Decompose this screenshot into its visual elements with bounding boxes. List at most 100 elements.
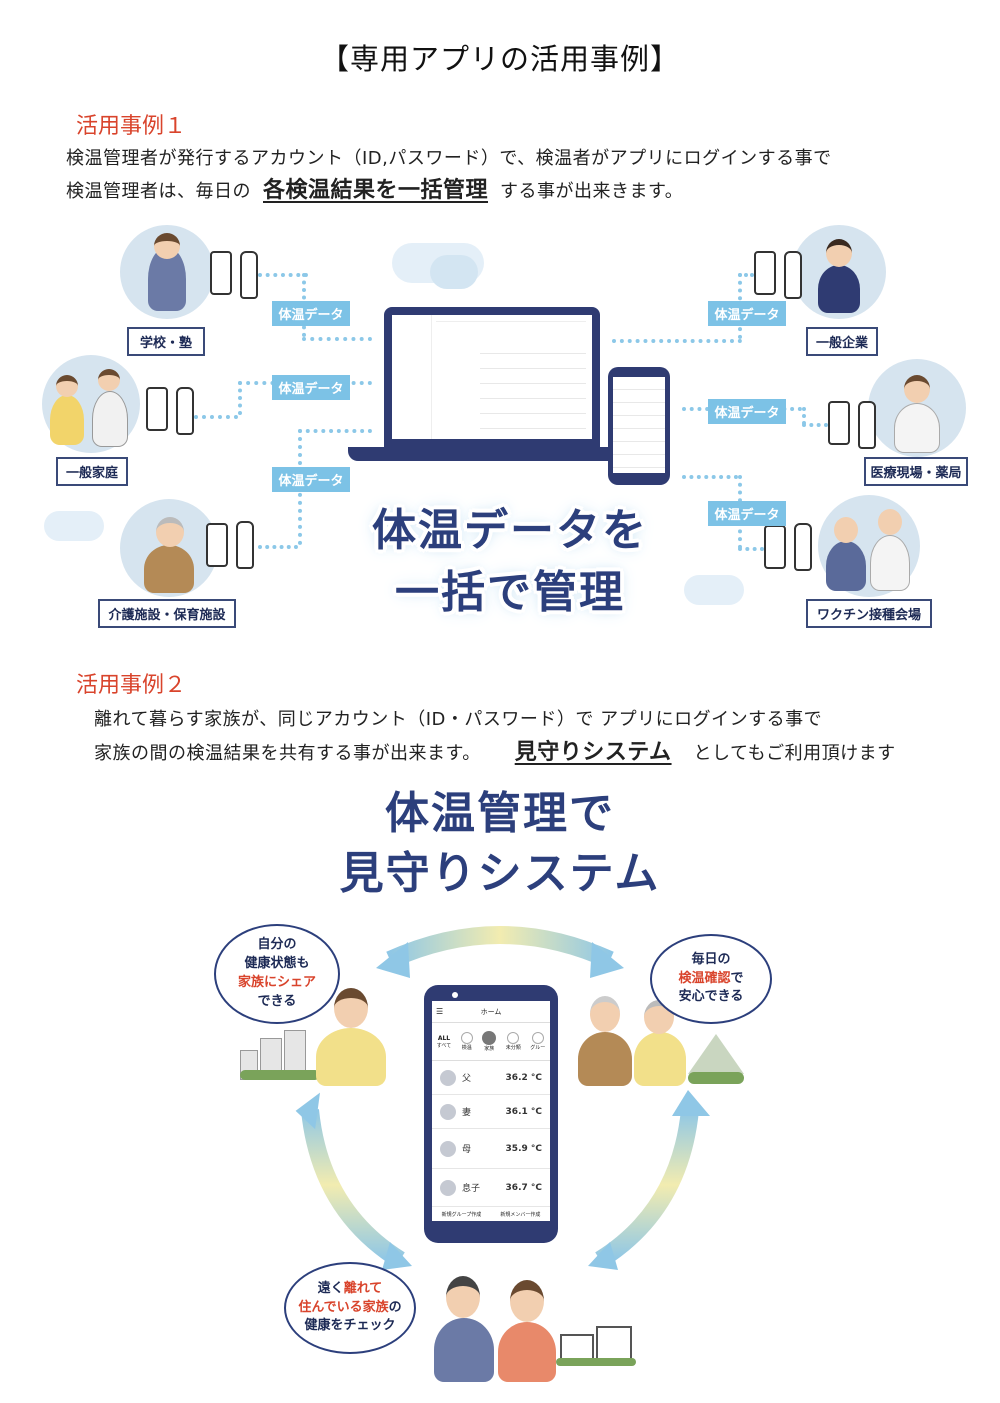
member-temp: 36.7 °C: [505, 1182, 542, 1193]
bubble-text-highlight: 住んでいる家族: [298, 1299, 389, 1315]
city-buildings-illustration: [240, 1030, 320, 1080]
thermometer-icon: [176, 387, 194, 435]
vaccination-illustration: [818, 495, 920, 597]
speech-bubble-share: 自分の 健康状態も 家族にシェア できる: [214, 924, 340, 1024]
case1-illustration: 学校・塾 一般家庭 介護施設・保育施設 体温データ 体温データ 体温データ: [0, 215, 1000, 635]
thermometer-icon: [794, 523, 812, 571]
list-item[interactable]: 息子 36.7 °C: [432, 1169, 550, 1207]
smartphone-icon: [754, 251, 776, 295]
bubble-text-highlight: 検温確認: [678, 970, 731, 986]
case2-heading: 活用事例２: [76, 673, 187, 698]
location-care: 介護施設・保育施設: [98, 599, 236, 628]
case2-headline-line1: 体温管理で: [385, 788, 615, 839]
bubble-text-highlight: 離れて: [343, 1280, 383, 1296]
connector-line: [258, 545, 298, 549]
case1-heading: 活用事例１: [76, 114, 187, 139]
connector-line: [802, 407, 806, 425]
page-title: 【専用アプリの活用事例】: [319, 42, 680, 76]
new-group-button[interactable]: 新規グループ作成: [441, 1212, 482, 1218]
location-company: 一般企業: [806, 327, 878, 356]
bubble-text: で: [730, 970, 744, 986]
new-member-button[interactable]: 新規メンバー作成: [500, 1212, 541, 1218]
case1-emphasis: 各検温結果を一括管理: [263, 178, 489, 203]
bubble-text: 自分の: [257, 937, 297, 953]
tag-temperature-data: 体温データ: [272, 301, 350, 326]
family-illustration: [42, 355, 140, 453]
houses-illustration: [556, 1316, 636, 1366]
connector-line: [738, 547, 764, 551]
smartphone-icon: [828, 401, 850, 445]
bubble-text: の: [388, 1299, 402, 1315]
case2-line2-post: としてもご利用頂けます: [693, 743, 896, 764]
case1-line2-post: する事が出来きます。: [500, 181, 684, 202]
filter-group[interactable]: グルー: [530, 1032, 545, 1051]
filter-label: グルー: [530, 1045, 546, 1051]
bubble-text: 健康状態も: [244, 956, 310, 972]
connector-line: [802, 423, 828, 427]
business-person-illustration: [792, 225, 886, 319]
filter-label: 家族: [484, 1046, 495, 1052]
list-item[interactable]: 妻 36.1 °C: [432, 1095, 550, 1129]
connector-line: [298, 429, 372, 433]
filter-check[interactable]: 検温: [460, 1032, 473, 1051]
bubble-text: 毎日の: [691, 951, 731, 967]
mountain-illustration: [688, 1034, 744, 1084]
school-person-illustration: [120, 225, 214, 319]
filter-all-label: ALL: [437, 1034, 451, 1042]
case1-line2: 検温管理者は、毎日の各検温結果を一括管理する事が出来きます。: [66, 172, 683, 204]
member-name: 息子: [462, 1184, 481, 1194]
location-medical: 医療現場・薬局: [864, 457, 968, 486]
location-home: 一般家庭: [56, 457, 128, 486]
filter-label: すべて: [436, 1042, 452, 1049]
member-temp: 36.2 °C: [505, 1072, 542, 1083]
case2-emphasis: 見守りシステム: [514, 740, 672, 765]
menu-icon[interactable]: ☰: [436, 1007, 444, 1016]
filter-family[interactable]: 家族: [482, 1031, 497, 1052]
member-name: 母: [462, 1145, 472, 1155]
filter-unsorted[interactable]: 未分類: [506, 1032, 521, 1051]
phone-header-title: ホーム: [480, 1007, 502, 1016]
tag-temperature-data: 体温データ: [272, 467, 350, 492]
member-name: 父: [462, 1074, 472, 1084]
connector-line: [302, 337, 372, 341]
man-illustration: [310, 982, 390, 1086]
connector-line: [258, 273, 308, 277]
smartphone-icon: [146, 387, 168, 431]
elderly-person-illustration: [120, 499, 218, 597]
phone-illustration: [608, 367, 670, 485]
connector-line: [238, 381, 242, 415]
member-temp: 36.1 °C: [505, 1106, 542, 1117]
smartphone-icon: [206, 523, 228, 567]
case1-headline-line1: 体温データを: [372, 505, 648, 556]
cycle-arrows: [295, 926, 710, 1270]
bubble-text: 安心できる: [678, 989, 744, 1005]
pharmacist-illustration: [868, 359, 966, 457]
member-temp: 35.9 °C: [505, 1143, 542, 1154]
connector-line: [194, 415, 238, 419]
cloud-illustration: [44, 511, 104, 541]
case1-line2-pre: 検温管理者は、毎日の: [66, 181, 251, 202]
list-item[interactable]: 父 36.2 °C: [432, 1061, 550, 1095]
case2-line2: 家族の間の検温結果を共有する事が出来ます。 見守りシステムとしてもご利用頂けます: [94, 734, 896, 766]
filter-label: 検温: [461, 1045, 472, 1051]
laptop-illustration: [384, 307, 600, 447]
case2-line2-pre: 家族の間の検温結果を共有する事が出来ます。: [94, 743, 481, 764]
case2-headline-line2: 見守りシステム: [339, 848, 661, 899]
avatar: [440, 1140, 456, 1157]
tag-temperature-data: 体温データ: [272, 375, 350, 400]
cloud-illustration: [430, 255, 478, 289]
cloud-illustration: [684, 575, 744, 605]
case1-headline-line2: 一括で管理: [395, 567, 625, 618]
list-item[interactable]: 母 35.9 °C: [432, 1129, 550, 1169]
bubble-text: できる: [257, 993, 297, 1009]
location-vaccination: ワクチン接種会場: [806, 599, 932, 628]
avatar: [440, 1179, 456, 1196]
bubble-text-highlight: 家族にシェア: [237, 975, 316, 990]
member-name: 妻: [462, 1108, 472, 1118]
laptop-screen: [392, 315, 592, 439]
thermometer-icon: [784, 251, 802, 299]
smartphone-icon: [210, 251, 232, 295]
